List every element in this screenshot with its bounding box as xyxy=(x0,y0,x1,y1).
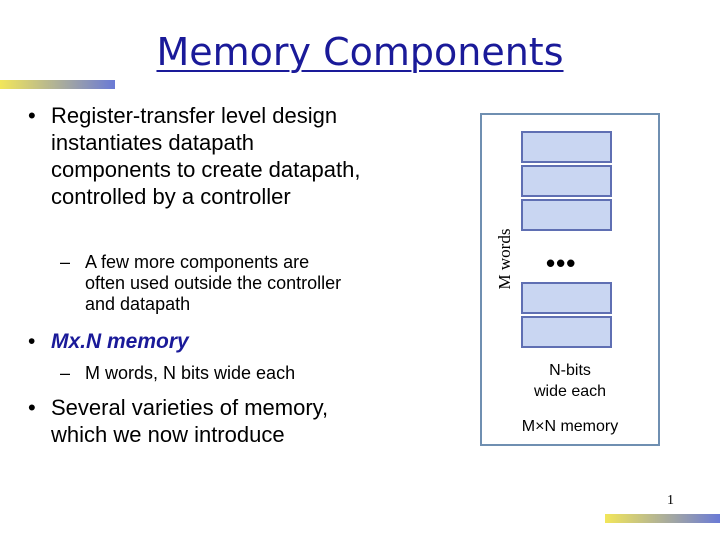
memory-word-cell xyxy=(521,199,612,231)
dash-icon: – xyxy=(60,363,71,383)
accent-bar-top xyxy=(0,80,115,89)
n-bits-label: N-bits wide each xyxy=(480,360,660,402)
bullet-2-text: Mx.N memory xyxy=(51,330,189,353)
ellipsis-icon: ••• xyxy=(546,248,577,278)
memory-word-cell xyxy=(521,282,612,314)
page-number: 1 xyxy=(667,493,674,508)
memory-word-cell xyxy=(521,316,612,348)
memory-word-cell xyxy=(521,165,612,197)
mxn-memory-label: M×N memory xyxy=(521,418,619,435)
bullet-dot-icon: • xyxy=(28,395,36,420)
sub-bullet-1-text: A few more components are often used out… xyxy=(85,252,342,314)
n-bits-line1: N-bits xyxy=(549,362,591,379)
bullet-dot-icon: • xyxy=(28,330,36,353)
sub-bullet-2-text: M words, N bits wide each xyxy=(85,363,296,383)
m-words-label: M words xyxy=(495,228,514,290)
bullet-3-text: Several varieties of memory, which we no… xyxy=(51,395,329,447)
bullet-1-text: Register-transfer level design instantia… xyxy=(51,103,361,209)
slide-title: Memory Components xyxy=(156,30,564,74)
n-bits-line2: wide each xyxy=(533,383,607,400)
memory-word-cell xyxy=(521,131,612,163)
dash-icon: – xyxy=(60,252,71,272)
bullet-dot-icon: • xyxy=(28,103,36,128)
accent-bar-bottom xyxy=(605,514,720,523)
